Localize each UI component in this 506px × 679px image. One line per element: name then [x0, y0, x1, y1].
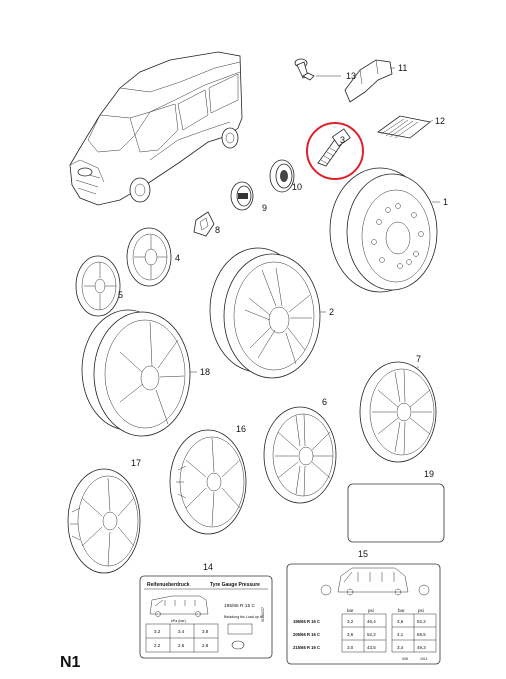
part-8-cap[interactable] — [193, 211, 215, 237]
callout-13: 13 — [346, 71, 356, 81]
part-16-wheel-trim[interactable] — [169, 429, 247, 535]
callout-numbers: 13 11 12 3 10 1 9 8 4 5 2 7 18 6 16 17 1… — [118, 63, 448, 572]
label14-van-icon — [149, 595, 209, 615]
label15-col-bar: bar — [347, 608, 354, 613]
label15-cell: 52,2 — [417, 619, 426, 624]
callout-12: 12 — [435, 116, 445, 126]
label15-col-bar: bar — [398, 608, 405, 613]
label15-cell: 46,4 — [367, 619, 376, 624]
label15-cell: 43,5 — [367, 645, 376, 650]
part-19-blank-label[interactable] — [347, 483, 445, 543]
label14-cell: 2.8 — [202, 643, 209, 648]
label14-tyre-size: 195/65 R 15 C — [224, 603, 255, 609]
part-15-tyre-pressure-label[interactable]: bar psi bar psi 195/65 R 16 C 3,2 46,4 3… — [286, 563, 441, 665]
callout-16: 16 — [236, 424, 246, 434]
label15-row-size: 215/65 R 16 C — [293, 645, 320, 650]
label14-cell: 3.4 — [178, 629, 185, 634]
part-6-wheel-trim[interactable] — [263, 406, 337, 504]
part-10-center-cap[interactable] — [269, 159, 295, 193]
label15-col-psi: psi — [418, 608, 424, 613]
page-id: N1 — [60, 654, 81, 671]
callout-9: 9 — [262, 203, 267, 213]
label15-gauge-icon-right — [418, 584, 430, 596]
label15-cell: 52,2 — [367, 632, 376, 637]
label15-row-size: 205/65 R 16 C — [293, 632, 320, 637]
label14-tyre-icon — [231, 640, 245, 650]
label14-title-en: Tyre Gauge Pressure — [210, 582, 260, 588]
label14-cell: 2.6 — [178, 643, 185, 648]
part-18-alloy-rim[interactable] — [81, 309, 197, 437]
label15-van-icon — [337, 567, 409, 593]
callout-14: 14 — [203, 562, 213, 572]
part-5-hubcap[interactable] — [75, 255, 121, 317]
callout-2: 2 — [329, 307, 334, 317]
part-11-balance-weight[interactable] — [344, 59, 395, 103]
callout-17: 17 — [131, 458, 141, 468]
callout-1: 1 — [443, 197, 448, 207]
callout-6: 6 — [322, 397, 327, 407]
label15-cell: 4,1 — [397, 632, 404, 637]
callout-15: 15 — [358, 549, 368, 559]
callout-11: 11 — [398, 63, 407, 73]
callout-19: 19 — [424, 469, 434, 479]
label15-cell: 3,0 — [347, 645, 354, 650]
part-14-tyre-pressure-label[interactable]: Reifenueberdruck Tyre Gauge Pressure 195… — [139, 575, 273, 659]
callout-5: 5 — [118, 290, 123, 300]
label15-footer-right: 1011 — [420, 657, 428, 661]
label14-cell: 3.2 — [154, 629, 161, 634]
label14-title-de: Reifenueberdruck — [147, 582, 190, 588]
label15-cell: 49,3 — [417, 645, 426, 650]
van-illustration — [69, 51, 243, 206]
part-7-wheel-trim[interactable] — [359, 361, 437, 463]
part-12-adhesive-weight[interactable] — [377, 115, 434, 139]
label15-gauge-icon-left — [320, 584, 332, 596]
part-4-hubcap[interactable] — [126, 227, 172, 287]
label15-cell: 3,2 — [347, 619, 354, 624]
label14-pressure-table: 3.2 3.4 3.8 2.2 2.6 2.8 — [145, 623, 219, 653]
label15-cell: 59,5 — [417, 632, 426, 637]
part-13-valve[interactable] — [294, 58, 341, 81]
label15-row-size: 195/65 R 16 C — [293, 619, 320, 624]
callout-4: 4 — [175, 253, 180, 263]
label15-pressure-table: bar psi bar psi 195/65 R 16 C 3,2 46,4 3… — [293, 608, 437, 653]
rim-holes — [371, 203, 424, 269]
label14-cell: 2.2 — [154, 643, 161, 648]
callout-18: 18 — [200, 367, 210, 377]
part-9-center-cap[interactable] — [230, 181, 254, 211]
label14-unit: kPa (bar) — [171, 619, 186, 623]
callout-3: 3 — [340, 135, 345, 145]
label15-cell: 3,4 — [397, 645, 404, 650]
callout-10: 10 — [292, 182, 302, 192]
highlight-circle — [306, 122, 364, 180]
label14-load-text: Beladung bis Load up to — [224, 615, 263, 619]
label14-load-icon — [227, 623, 253, 635]
part-17-wheel-trim[interactable] — [67, 468, 141, 574]
part-2-alloy-rim[interactable] — [209, 247, 326, 379]
label15-footer-left: 008 — [402, 657, 408, 661]
part-3-wheel-bolt[interactable] — [306, 122, 364, 180]
label15-cell: 3,6 — [347, 632, 354, 637]
label15-col-psi: psi — [368, 608, 374, 613]
label14-side-text: 91186237 — [261, 607, 265, 622]
callout-7: 7 — [416, 354, 421, 364]
callout-8: 8 — [215, 225, 220, 235]
part-1-steel-rim[interactable] — [329, 167, 440, 293]
label14-cell: 3.8 — [202, 629, 209, 634]
label15-cell: 3,6 — [397, 619, 404, 624]
